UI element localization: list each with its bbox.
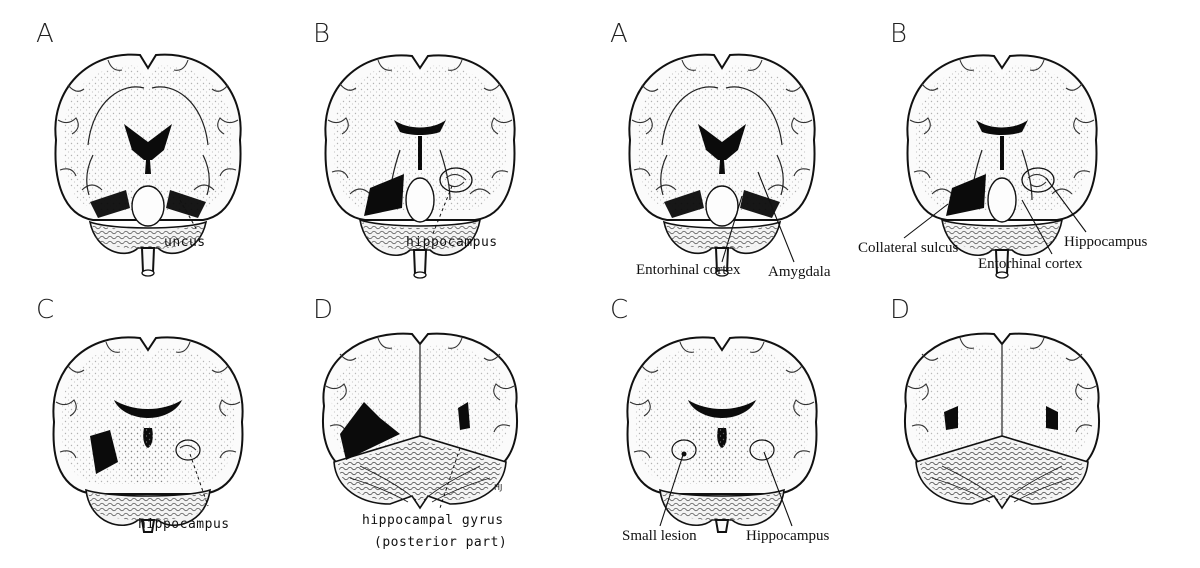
leader-entorhinal-A — [721, 195, 743, 263]
leader-collateral — [903, 203, 949, 239]
label-hippocampal-gyrus: hippocampal gyrus — [362, 513, 504, 528]
leader-amygdala — [757, 171, 795, 263]
label-amygdala: Amygdala — [768, 264, 831, 280]
panel-letter-right-B: B — [890, 19, 907, 49]
panel-letter-left-D: D — [313, 295, 333, 325]
panel-letter-right-C: C — [610, 295, 628, 325]
artist-signature: HJ — [494, 483, 502, 492]
section-right-C — [626, 336, 818, 533]
section-left-A — [54, 53, 242, 278]
leader-entorhinal-B — [1021, 199, 1053, 255]
label-hippocampus-C: hippocampus — [138, 517, 230, 532]
panel-letter-left-A: A — [36, 19, 54, 49]
label-hippocampus-RC: Hippocampus — [746, 528, 829, 544]
label-entorhinal-A: Entorhinal cortex — [636, 262, 741, 278]
section-right-D — [903, 332, 1101, 509]
leader-small-lesion — [659, 451, 685, 527]
label-hippocampal-gyrus-part: (posterior part) — [374, 535, 507, 550]
left-labels: uncus hippocampus hippocampus hippocampa… — [138, 185, 507, 550]
panel-letters: A B C D A B C D — [36, 19, 910, 325]
panel-letter-left-B: B — [313, 19, 330, 49]
label-entorhinal-B: Entorhinal cortex — [978, 256, 1083, 272]
label-small-lesion: Small lesion — [622, 528, 697, 544]
section-left-D: HJ — [321, 332, 519, 509]
panel-letter-left-C: C — [36, 295, 54, 325]
label-uncus: uncus — [164, 235, 206, 250]
label-collateral: Collateral sulcus — [858, 240, 959, 256]
leader-hippocampus-RC — [763, 451, 793, 527]
leader-uncus — [179, 199, 199, 233]
right-labels: Entorhinal cortex Amygdala Collateral su… — [622, 171, 1147, 544]
label-hippocampus-RB: Hippocampus — [1064, 234, 1147, 250]
section-left-C — [52, 336, 244, 533]
section-left-B — [324, 54, 516, 279]
panel-letter-right-A: A — [610, 19, 628, 49]
panel-letter-right-D: D — [890, 295, 910, 325]
leader-hippocampus-B — [431, 185, 453, 237]
label-hippocampus-B: hippocampus — [406, 235, 498, 250]
leader-hippocampal-gyrus — [439, 447, 461, 509]
leader-hippocampus-RB — [1045, 177, 1087, 233]
